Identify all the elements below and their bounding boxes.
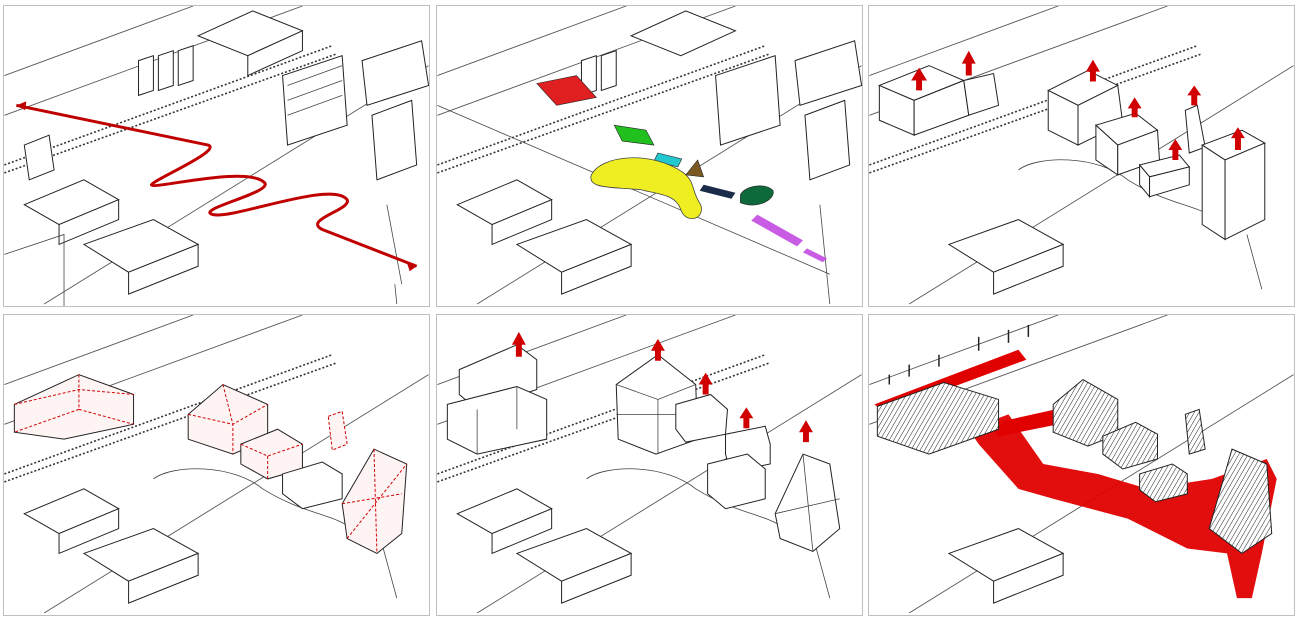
panel-1-drawing: [4, 6, 429, 306]
panel-2-programme-zones: [436, 5, 863, 307]
panel-4-drawing: [4, 315, 429, 614]
panel-6-drawing: [869, 315, 1294, 614]
panel-5-drawing: [437, 315, 862, 614]
panel-2-drawing: [437, 6, 862, 305]
zone-red: [536, 75, 597, 106]
panel-6-red-public-ground: [868, 314, 1295, 616]
arrows-up-5: [511, 331, 813, 443]
panel-4-red-dashed-forms: [3, 314, 430, 616]
panel-1-zigzag-route: [3, 5, 430, 307]
panel-3-drawing: [869, 6, 1294, 305]
panel-3-massing-blocks: [868, 5, 1295, 307]
panel-5-sculpted-towers: [436, 314, 863, 616]
